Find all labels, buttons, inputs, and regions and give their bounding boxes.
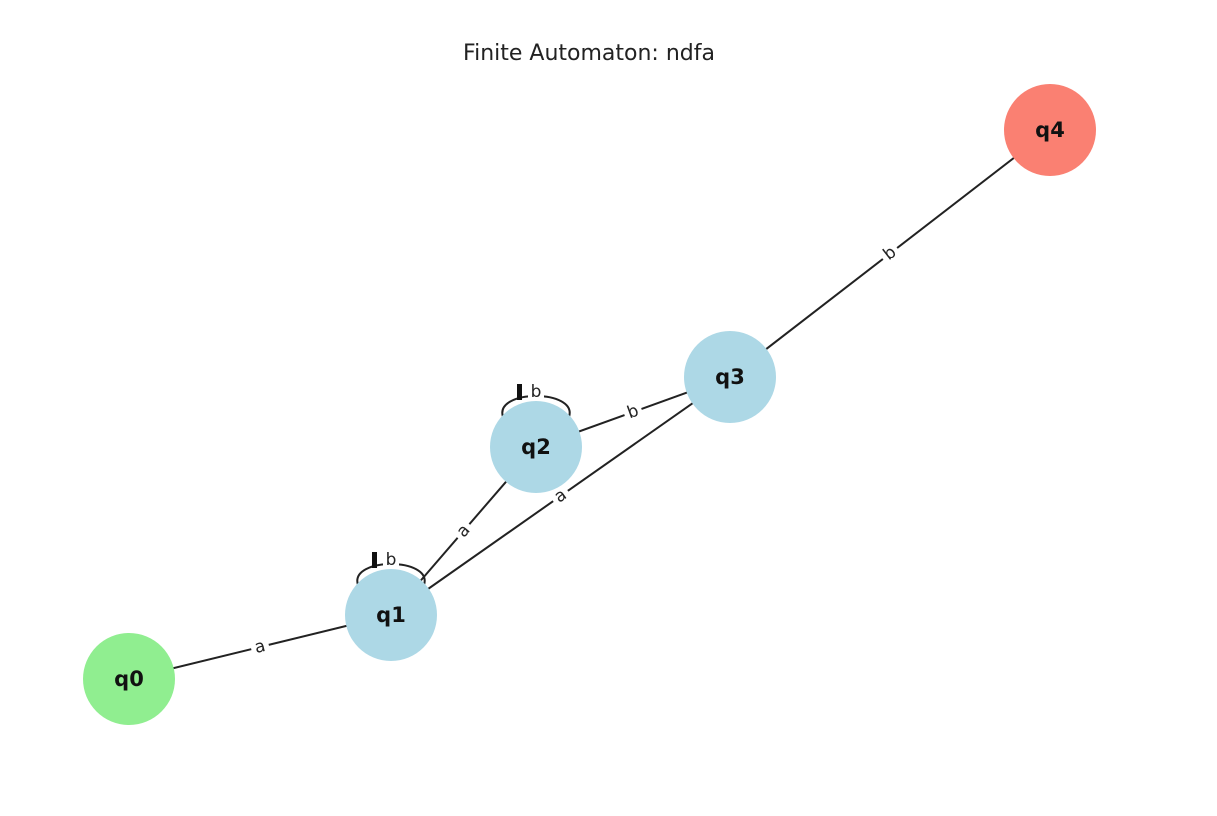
edge-label-background bbox=[248, 634, 272, 660]
state-circle-q0 bbox=[83, 633, 175, 725]
self-loop-q2: b bbox=[501, 381, 571, 418]
state-circle-q1 bbox=[345, 569, 437, 661]
state-q0: q0 bbox=[83, 633, 175, 725]
diagram-title: Finite Automaton: ndfa bbox=[463, 41, 715, 66]
transition-label-group: a bbox=[449, 516, 478, 546]
transition-label-q1-q1: b bbox=[386, 550, 397, 570]
state-circle-q3 bbox=[684, 331, 776, 423]
state-circle-q2 bbox=[490, 401, 582, 493]
state-q4: q4 bbox=[1004, 84, 1096, 176]
state-q1: q1 bbox=[345, 569, 437, 661]
arrowhead-icon bbox=[372, 552, 377, 568]
transition-label-group: a bbox=[248, 634, 272, 660]
edge-label-background bbox=[528, 381, 544, 401]
state-circle-q4 bbox=[1004, 84, 1096, 176]
state-q3: q3 bbox=[684, 331, 776, 423]
state-label-q4: q4 bbox=[1035, 118, 1065, 142]
transition-label-group: b bbox=[620, 398, 646, 426]
transition-label-q2-q2: b bbox=[531, 382, 542, 402]
state-label-q1: q1 bbox=[376, 603, 406, 627]
transition-q3-q4: b bbox=[729, 129, 1051, 378]
transition-q2-q3: b bbox=[535, 376, 731, 448]
state-q2: q2 bbox=[490, 401, 582, 493]
state-label-q0: q0 bbox=[114, 667, 144, 691]
edge-label-background bbox=[620, 398, 646, 426]
edge-label-background bbox=[876, 239, 904, 268]
transition-label-q0-q1: a bbox=[253, 636, 268, 658]
transition-label-group: b bbox=[876, 239, 904, 268]
arrowhead-icon bbox=[517, 384, 522, 400]
edge-label-background bbox=[383, 549, 399, 569]
nodes-layer: q0 q1 q2 q3 q4 bbox=[83, 84, 1096, 725]
edge-label-background bbox=[449, 516, 478, 546]
state-label-q3: q3 bbox=[715, 365, 745, 389]
state-label-q2: q2 bbox=[521, 435, 551, 459]
